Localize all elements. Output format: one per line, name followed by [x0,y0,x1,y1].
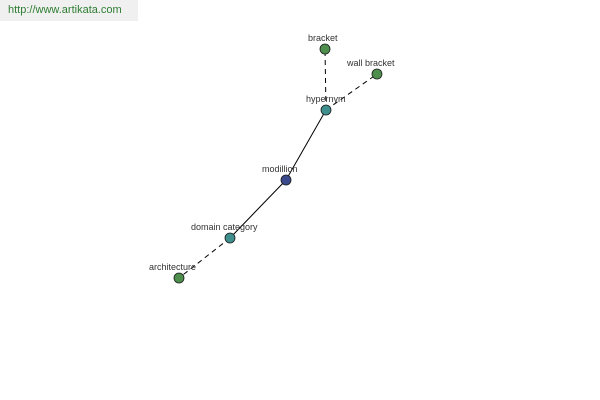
labels-layer: modillion hypernym domain category bracket w… [149,33,395,272]
edges-layer [178,48,378,279]
node-label-wall-bracket[interactable]: wall bracket [346,58,395,68]
url-banner: http://www.artikata.com [0,0,138,21]
node-architecture[interactable] [173,272,185,284]
node-hypernym[interactable] [320,104,332,116]
site-url-link[interactable]: http://www.artikata.com [8,4,122,16]
edge-hypernym-to-bracket [324,48,327,111]
nodes-layer [173,43,383,284]
node-label-domain-category[interactable]: domain category [191,222,258,232]
edge-hypernym-to-wall-bracket [325,73,378,111]
edge-modillion-to-domain-category [229,179,287,239]
edge-domain-category-to-architecture [178,237,231,279]
node-label-modillion[interactable]: modillion [262,164,298,174]
node-bracket[interactable] [319,43,331,55]
node-wall-bracket[interactable] [371,68,383,80]
node-label-bracket[interactable]: bracket [308,33,338,43]
node-modillion[interactable] [280,174,292,186]
node-domain-category[interactable] [224,232,236,244]
edge-modillion-to-hypernym [285,109,327,181]
node-label-architecture[interactable]: architecture [149,262,196,272]
node-label-hypernym[interactable]: hypernym [306,94,346,104]
